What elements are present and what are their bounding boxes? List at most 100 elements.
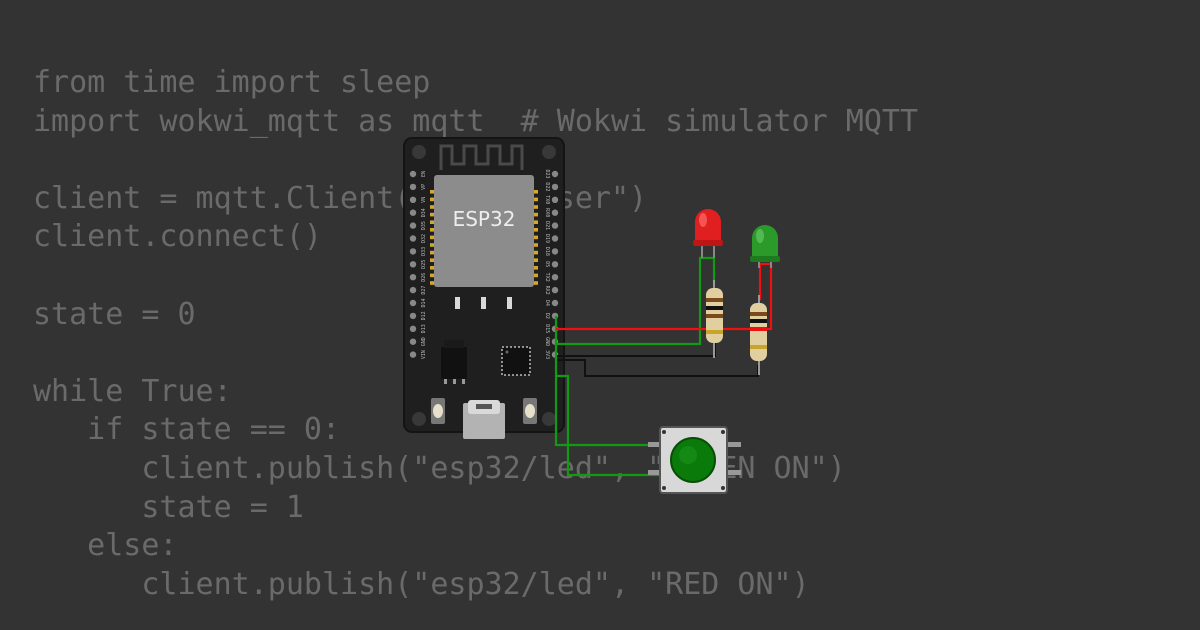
module-pad xyxy=(532,258,538,262)
pin-hole[interactable] xyxy=(409,312,417,320)
header-pins[interactable] xyxy=(409,170,559,358)
voltage-regulator xyxy=(441,340,467,384)
push-button[interactable] xyxy=(648,426,741,494)
module-pad xyxy=(532,273,538,278)
mount-hole xyxy=(412,145,426,159)
reset-button[interactable] xyxy=(523,398,537,424)
pin-label: D34 xyxy=(421,208,427,217)
pin-hole[interactable] xyxy=(551,170,559,178)
pin-hole[interactable] xyxy=(551,235,559,242)
module-pad xyxy=(532,212,538,217)
pin-label: VN xyxy=(421,197,427,203)
esp32-board[interactable]: ESP32 ENVPVND34D35D32D33D25D26D27D14D12D… xyxy=(403,137,565,439)
module-pad xyxy=(532,197,538,202)
pin-hole[interactable] xyxy=(409,170,417,178)
module-pad xyxy=(430,197,436,202)
pin-hole[interactable] xyxy=(551,183,559,191)
pin-hole[interactable] xyxy=(409,274,417,281)
pin-hole[interactable] xyxy=(551,261,559,268)
pin-hole[interactable] xyxy=(409,299,417,307)
pin-hole[interactable] xyxy=(409,248,417,255)
usb-serial-chip xyxy=(501,346,531,376)
pin-label: GND xyxy=(544,337,550,346)
module-pad xyxy=(430,266,436,270)
module-pad xyxy=(532,266,538,270)
wire-button-2 xyxy=(556,374,664,477)
pin-label: D14 xyxy=(421,298,427,307)
pin-hole[interactable] xyxy=(551,286,559,294)
mount-hole xyxy=(542,145,556,159)
pin-hole[interactable] xyxy=(409,196,417,203)
module-pad xyxy=(532,243,538,247)
pin-hole[interactable] xyxy=(409,338,417,345)
code-line: from time import sleep xyxy=(33,65,431,100)
red-led[interactable] xyxy=(693,209,723,258)
pin-label: D2 xyxy=(544,313,550,319)
module-pad xyxy=(430,228,436,232)
module-pad xyxy=(430,190,436,194)
pin-hole[interactable] xyxy=(551,222,559,229)
code-line: client.connect() xyxy=(33,219,322,255)
pin-hole[interactable] xyxy=(551,209,559,216)
pin-label: D25 xyxy=(421,260,427,269)
pin-label: TX0 xyxy=(544,195,550,204)
pin-hole[interactable] xyxy=(409,235,417,242)
wire-green-red-led xyxy=(554,256,716,346)
pin-label: D5 xyxy=(544,261,550,267)
red-led-body xyxy=(695,209,721,244)
module-pad xyxy=(532,205,538,209)
module-bottom-pads xyxy=(455,297,512,309)
chip-label: ESP32 xyxy=(453,207,516,231)
pin-hole[interactable] xyxy=(551,299,559,307)
pin-hole[interactable] xyxy=(551,248,559,255)
pin-label: TX2 xyxy=(544,273,550,282)
module-pad xyxy=(430,250,436,255)
module-pad xyxy=(430,212,436,217)
pin-hole[interactable] xyxy=(551,274,559,281)
module-pad xyxy=(430,258,436,262)
module-pad xyxy=(430,273,436,278)
pin-label: D32 xyxy=(421,234,427,243)
wire-red-green-led xyxy=(556,262,773,331)
module-pad xyxy=(430,281,436,285)
module-pad xyxy=(430,205,436,209)
pin-hole[interactable] xyxy=(409,209,417,216)
boot-button[interactable] xyxy=(431,398,445,424)
pin-hole[interactable] xyxy=(551,196,559,203)
pin-label: GND xyxy=(421,337,427,346)
module-pad xyxy=(532,190,538,194)
antenna-trace xyxy=(439,144,524,170)
wire-gnd-1 xyxy=(556,340,716,357)
pin-label: D35 xyxy=(421,221,427,230)
pin-label: D19 xyxy=(544,234,550,243)
module-pad xyxy=(532,228,538,232)
pin-label: D27 xyxy=(421,286,427,295)
resistor-red-led[interactable] xyxy=(706,280,723,358)
pin-hole[interactable] xyxy=(409,261,417,268)
code-line: state = 1 xyxy=(33,489,304,525)
pin-label: D26 xyxy=(421,273,427,282)
module-pad xyxy=(532,235,538,240)
pin-label: D13 xyxy=(421,324,427,333)
mount-hole xyxy=(542,412,556,426)
usb-port[interactable] xyxy=(463,400,505,439)
resistor-green-led[interactable] xyxy=(750,295,767,375)
code-line: client.publish("esp32/led", "RED ON") xyxy=(33,566,810,602)
module-pads xyxy=(430,190,538,285)
pin-label: D15 xyxy=(544,324,550,333)
pin-label: D22 xyxy=(544,182,550,191)
green-led[interactable] xyxy=(750,225,780,268)
mount-hole xyxy=(412,412,426,426)
module-pad xyxy=(532,281,538,285)
pin-hole[interactable] xyxy=(409,286,417,294)
pin-hole[interactable] xyxy=(409,183,417,191)
pin-hole[interactable] xyxy=(409,325,417,332)
right-pin-labels: D23D22TX0RX0D21D19D18D5TX2RX2D4D2D15GND3… xyxy=(544,169,550,359)
pin-label: D23 xyxy=(544,169,550,178)
pin-hole[interactable] xyxy=(409,351,417,358)
pin-label: RX2 xyxy=(544,286,550,295)
pin-label: 3V3 xyxy=(544,350,550,359)
pin-hole[interactable] xyxy=(409,222,417,229)
esp32-module xyxy=(434,175,534,287)
module-pad xyxy=(532,250,538,255)
